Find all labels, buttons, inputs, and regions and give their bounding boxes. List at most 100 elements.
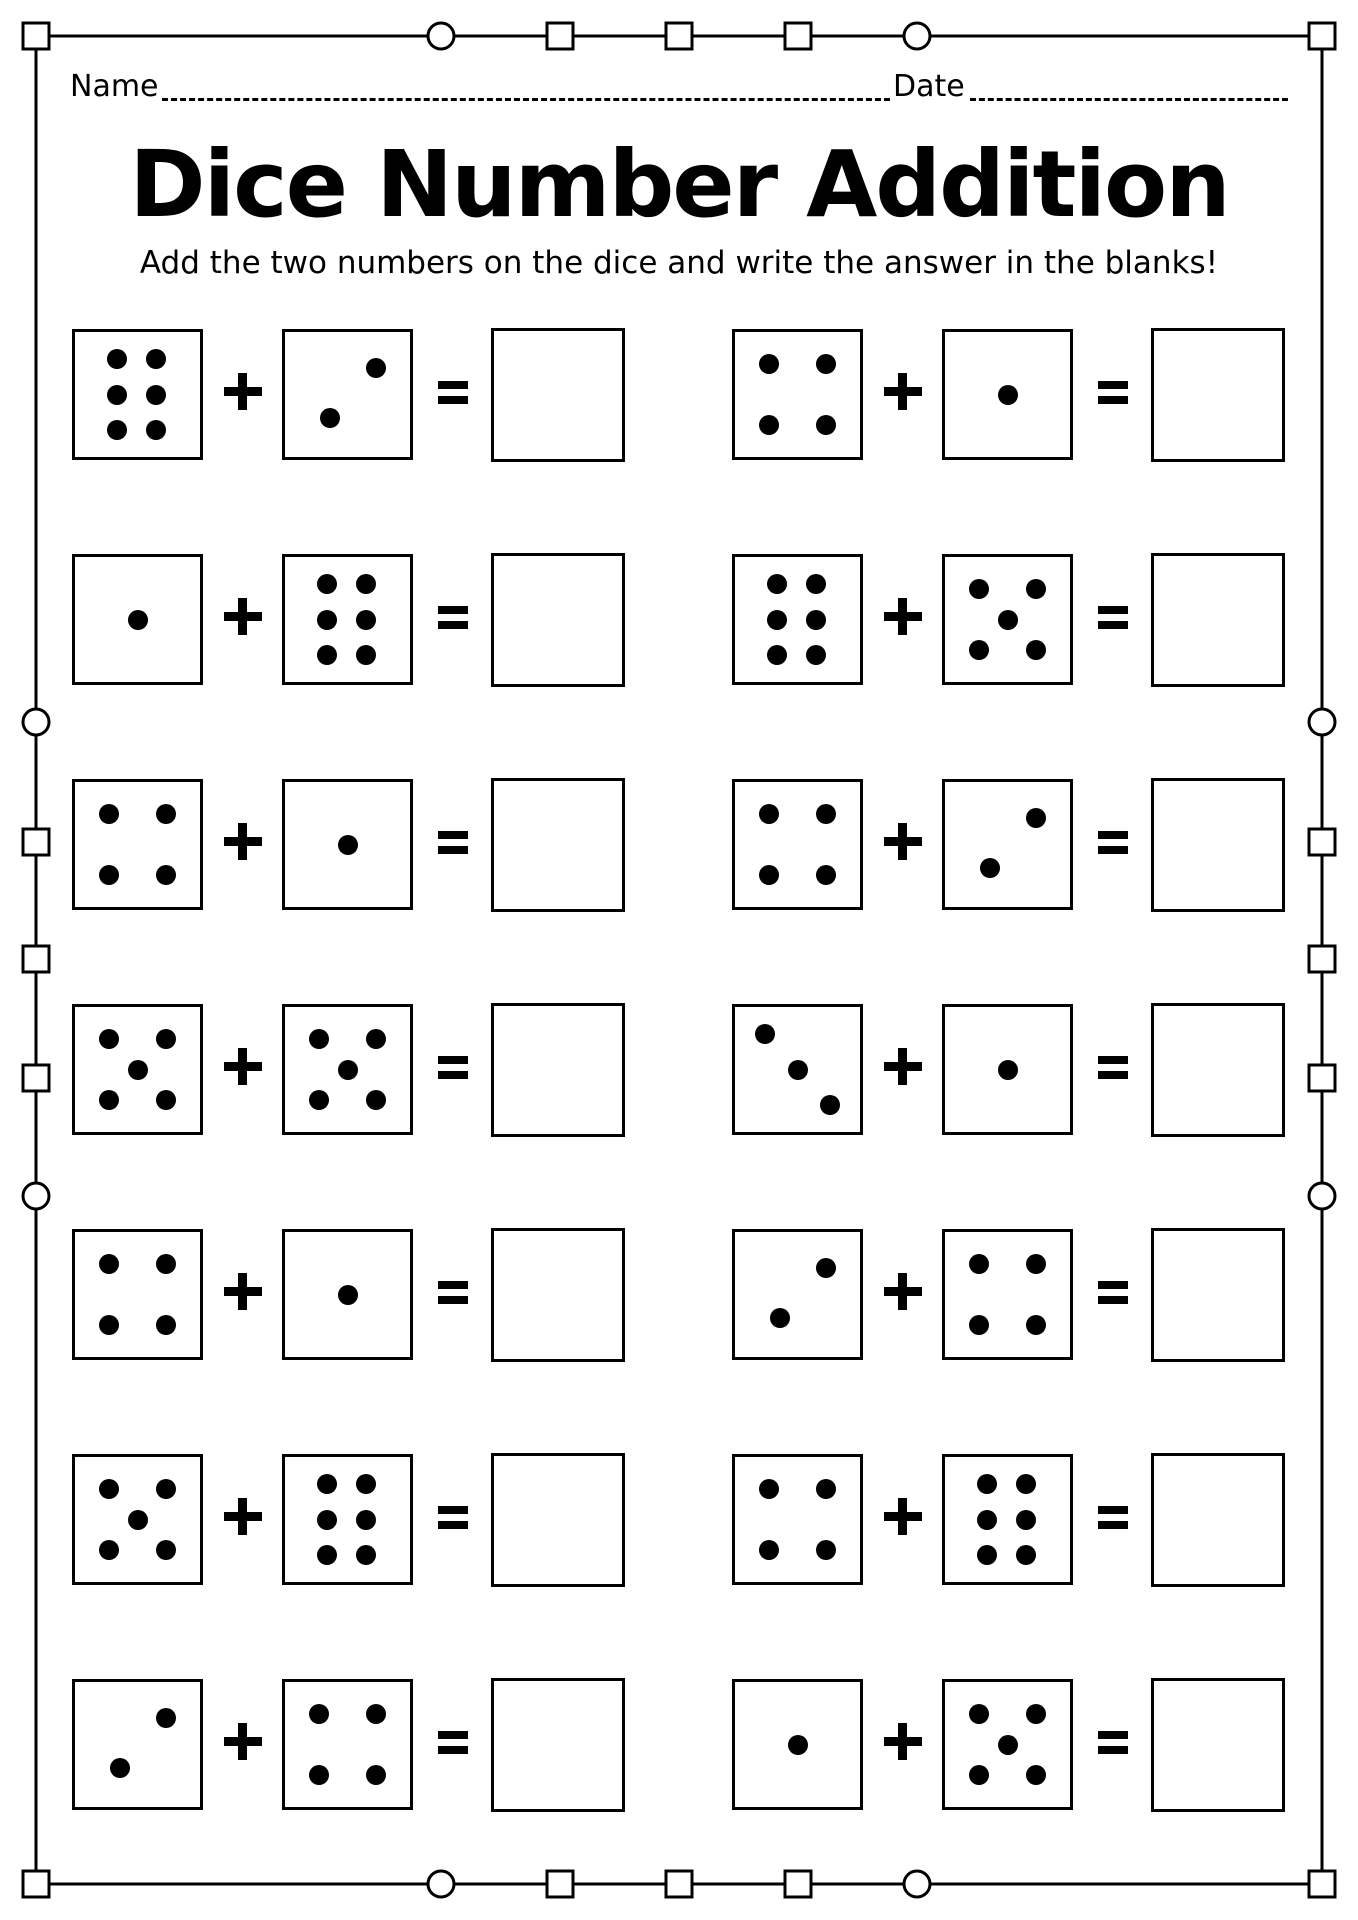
die-pip (337, 834, 358, 855)
die-pip (1026, 808, 1047, 829)
die-pip (145, 384, 166, 405)
plus-sign (220, 1003, 266, 1137)
border-square-ornament (545, 1869, 575, 1899)
die-pip (366, 1029, 387, 1050)
die-pip (968, 579, 989, 600)
die-pip (1015, 1544, 1036, 1565)
equals-sign (430, 328, 476, 462)
die-pip (316, 1509, 337, 1530)
die-pip (316, 609, 337, 630)
die-pip (805, 644, 826, 665)
die-pip (98, 1029, 119, 1050)
die-left (72, 1229, 203, 1360)
border-circle-ornament (426, 1869, 456, 1899)
answer-box[interactable] (1151, 328, 1285, 462)
die-pip (355, 609, 376, 630)
die-right (282, 1454, 413, 1585)
die-pip (316, 1474, 337, 1495)
die-left (732, 329, 863, 460)
answer-box[interactable] (491, 1678, 625, 1812)
die-pip (127, 1059, 148, 1080)
die-pip (355, 1544, 376, 1565)
border-circle-ornament (21, 707, 51, 737)
answer-box[interactable] (1151, 778, 1285, 912)
answer-box[interactable] (1151, 1453, 1285, 1587)
die-pip (366, 358, 387, 379)
border-circle-ornament (426, 21, 456, 51)
die-pip (156, 864, 177, 885)
answer-box[interactable] (491, 553, 625, 687)
die-pip (106, 419, 127, 440)
answer-box[interactable] (1151, 553, 1285, 687)
die-pip (110, 1758, 131, 1779)
die-pip (316, 574, 337, 595)
die-pip (355, 644, 376, 665)
die-pip (145, 419, 166, 440)
answer-box[interactable] (491, 1228, 625, 1362)
border-square-ornament (21, 21, 51, 51)
die-pip (968, 639, 989, 660)
answer-box[interactable] (491, 778, 625, 912)
die-left (732, 1679, 863, 1810)
answer-box[interactable] (1151, 1228, 1285, 1362)
die-pip (308, 1089, 329, 1110)
answer-box[interactable] (491, 1453, 625, 1587)
die-pip (976, 1509, 997, 1530)
border-square-ornament (1307, 21, 1337, 51)
equals-sign (1090, 1003, 1136, 1137)
die-pip (106, 349, 127, 370)
die-pip (98, 1254, 119, 1275)
die-pip (816, 804, 837, 825)
die-right (942, 779, 1073, 910)
die-pip (156, 1479, 177, 1500)
die-pip (766, 609, 787, 630)
die-pip (337, 1059, 358, 1080)
answer-box[interactable] (491, 328, 625, 462)
date-blank-line[interactable] (970, 98, 1288, 101)
die-pip (156, 804, 177, 825)
die-pip (1026, 1314, 1047, 1335)
border-square-ornament (21, 1063, 51, 1093)
die-pip (355, 574, 376, 595)
die-pip (766, 574, 787, 595)
die-pip (355, 1509, 376, 1530)
equals-sign (1090, 328, 1136, 462)
border-square-ornament (1307, 1869, 1337, 1899)
die-pip (156, 1089, 177, 1110)
answer-box[interactable] (1151, 1003, 1285, 1137)
die-pip (106, 384, 127, 405)
border-square-ornament (545, 21, 575, 51)
plus-sign (880, 1678, 926, 1812)
border-square-ornament (664, 1869, 694, 1899)
answer-box[interactable] (491, 1003, 625, 1137)
die-pip (968, 1314, 989, 1335)
worksheet-title: Dice Number Addition (129, 131, 1231, 238)
plus-sign (220, 1678, 266, 1812)
die-pip (770, 1308, 791, 1329)
die-right (282, 1679, 413, 1810)
die-pip (98, 1314, 119, 1335)
die-pip (316, 644, 337, 665)
die-pip (968, 1704, 989, 1725)
border-square-ornament (1307, 827, 1337, 857)
die-pip (758, 1479, 779, 1500)
die-pip (1026, 1254, 1047, 1275)
die-pip (754, 1024, 775, 1045)
die-pip (816, 864, 837, 885)
die-right (282, 1229, 413, 1360)
equals-sign (1090, 1228, 1136, 1362)
die-pip (997, 1059, 1018, 1080)
die-pip (816, 414, 837, 435)
die-pip (1026, 1764, 1047, 1785)
name-blank-line[interactable] (162, 98, 890, 101)
border-square-ornament (21, 827, 51, 857)
plus-sign (880, 328, 926, 462)
die-pip (758, 1539, 779, 1560)
die-pip (366, 1704, 387, 1725)
die-pip (758, 804, 779, 825)
die-pip (98, 1479, 119, 1500)
die-right (942, 554, 1073, 685)
answer-box[interactable] (1151, 1678, 1285, 1812)
die-pip (98, 804, 119, 825)
